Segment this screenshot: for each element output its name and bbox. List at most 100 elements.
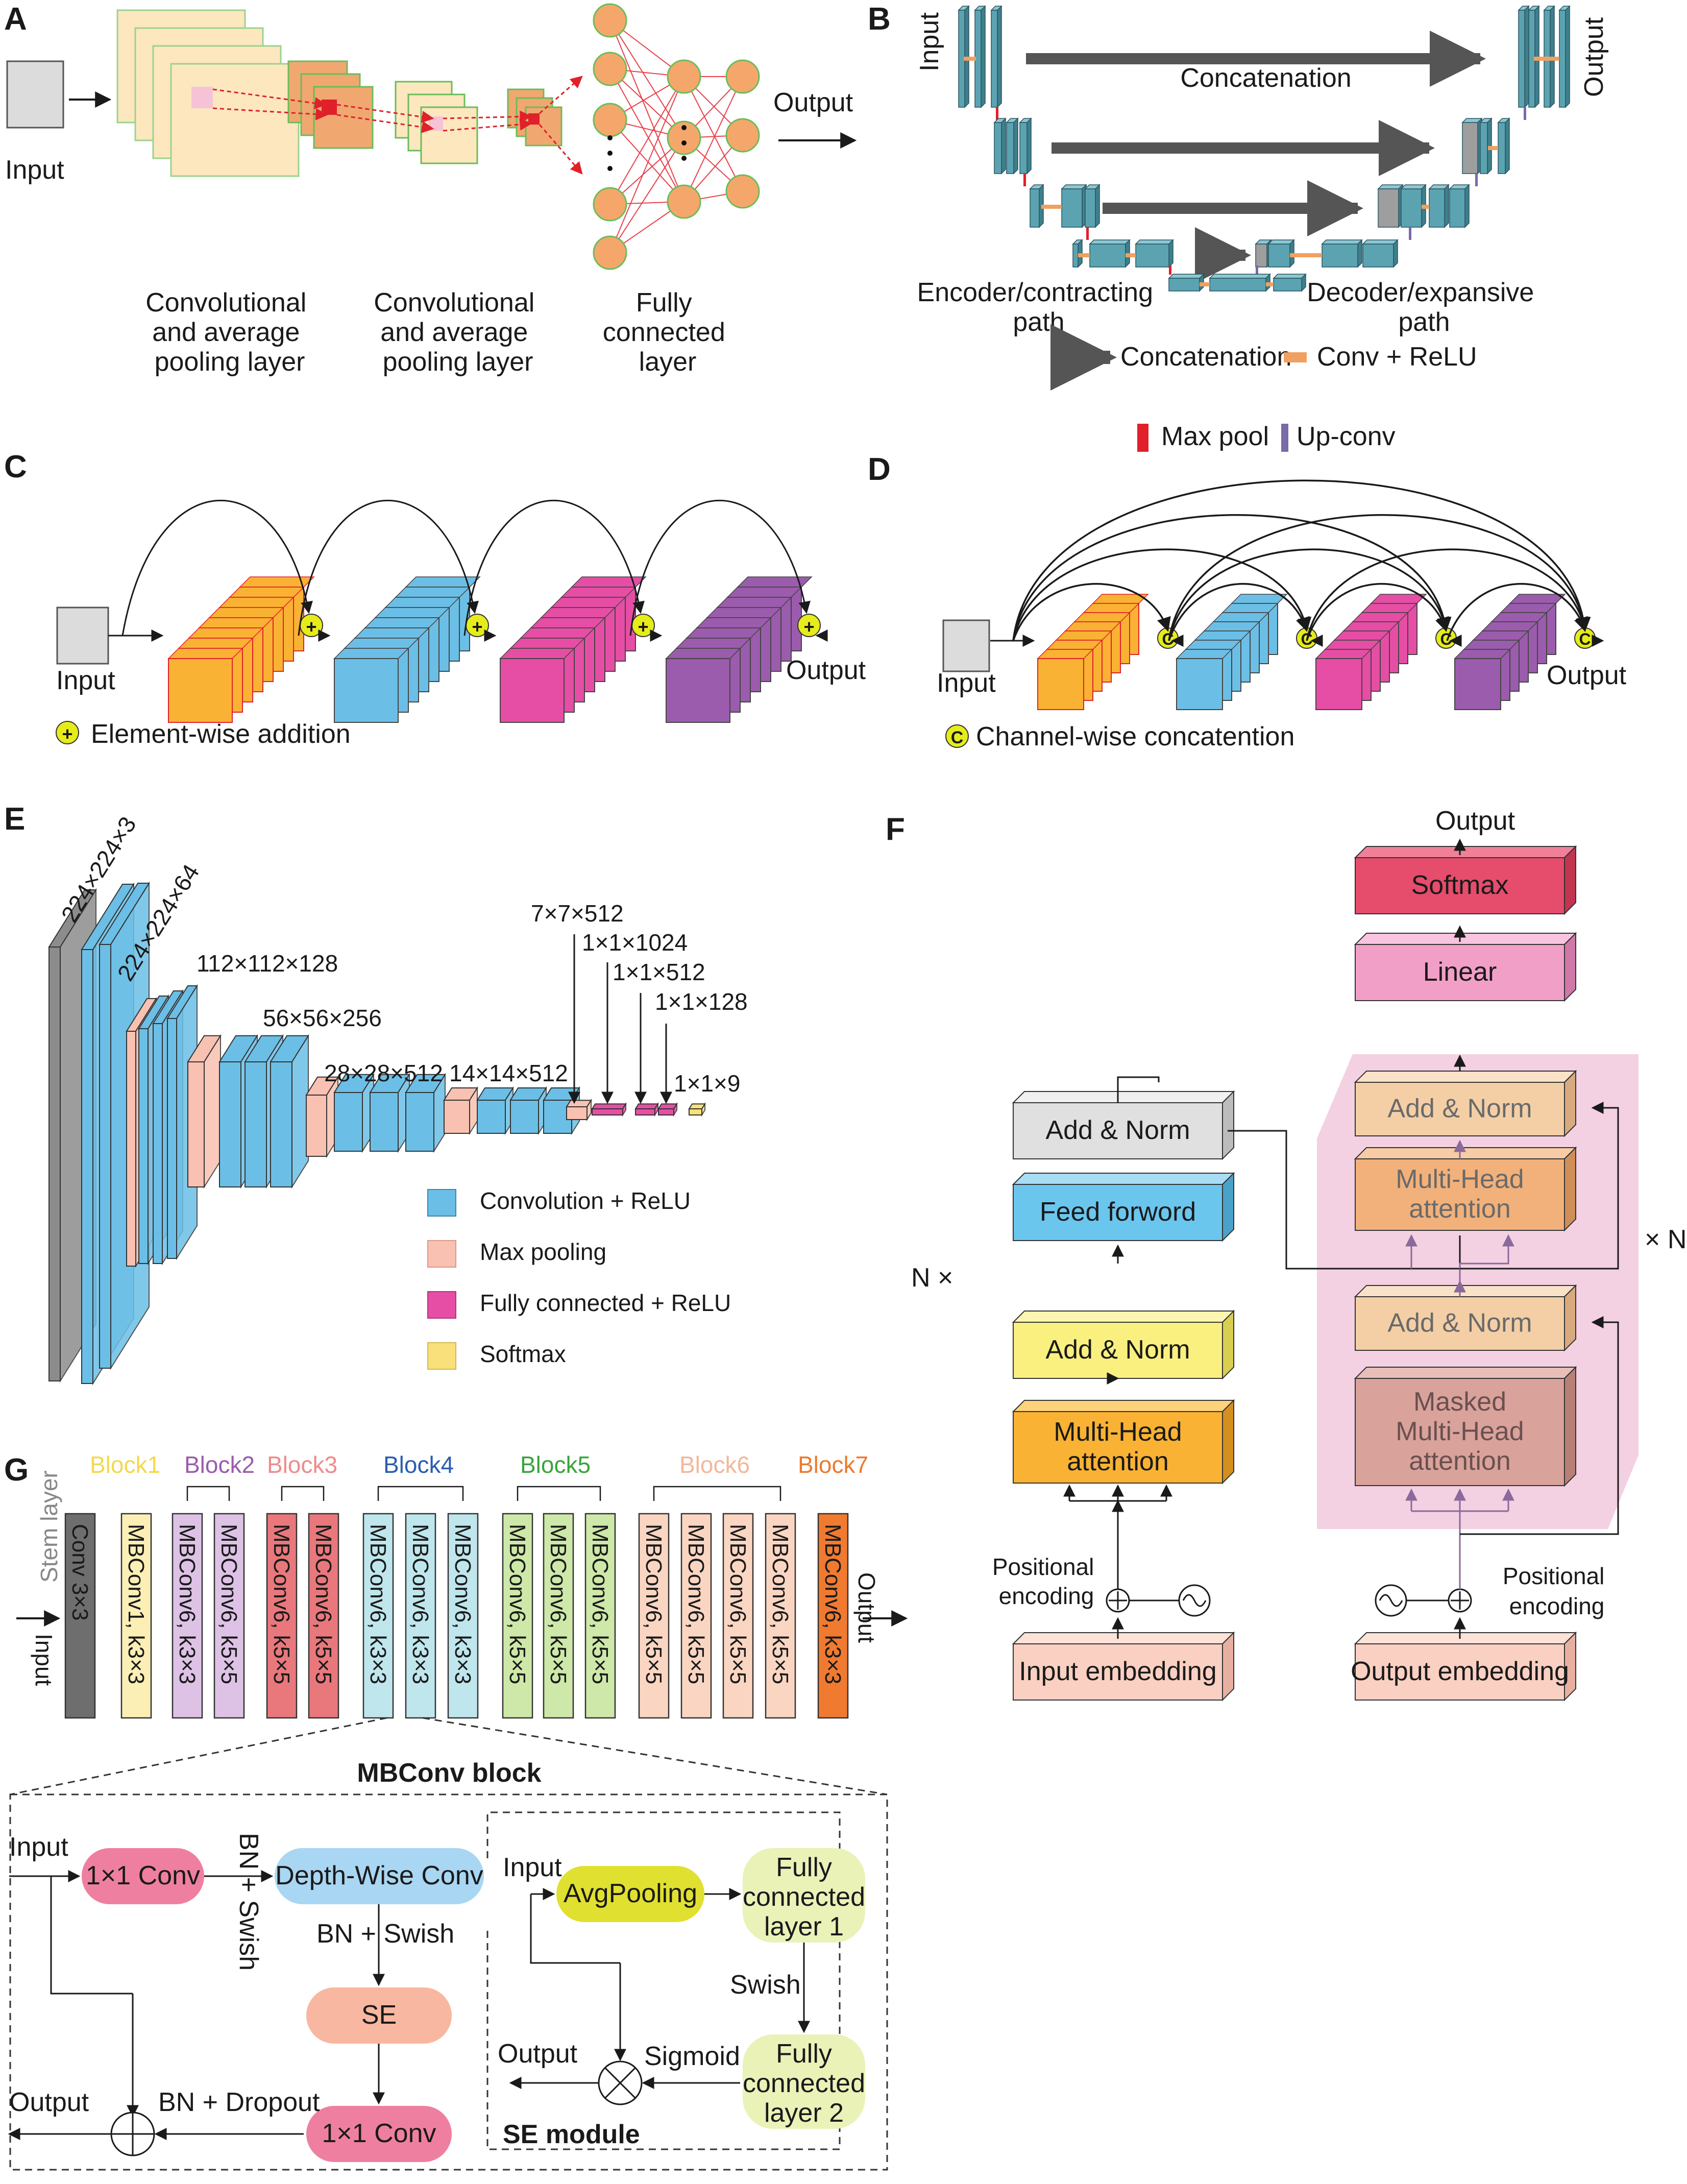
svg-text:AvgPooling: AvgPooling	[564, 1879, 697, 1908]
effnet-layer	[64, 1513, 96, 1719]
effnet-layer	[405, 1513, 436, 1719]
unet-block	[1268, 244, 1290, 268]
b-legend-conv-relu: Conv + ReLU	[1317, 342, 1477, 372]
unet-block	[1135, 244, 1169, 268]
fc-layer-2	[743, 2034, 865, 2129]
fc-layer-1	[743, 1848, 865, 1943]
decoder-add-norm-top	[1354, 1070, 1577, 1137]
effnet-layer	[120, 1513, 152, 1719]
svg-text:Multi-Head: Multi-Head	[1396, 1164, 1524, 1194]
fc-node	[593, 103, 627, 137]
svg-text:MBConv6, k3×3: MBConv6, k3×3	[450, 1524, 475, 1684]
fc-node	[593, 3, 627, 38]
effnet-layer	[638, 1513, 670, 1719]
effnet-layer	[680, 1513, 712, 1719]
vgg-layer	[153, 1023, 163, 1264]
svg-text:MBConv6, k5×5: MBConv6, k5×5	[641, 1524, 666, 1684]
a-layer3-label: Fully connected layer	[603, 288, 732, 377]
svg-text:MBConv6, k5×5: MBConv6, k5×5	[546, 1524, 571, 1684]
svg-text:Fully: Fully	[776, 1853, 832, 1882]
unet-block	[994, 122, 1002, 174]
svg-text:MBConv6, k5×5: MBConv6, k5×5	[768, 1524, 793, 1684]
b-legend-upconv-swatch	[1281, 424, 1288, 452]
e-dim-6: 7×7×512	[531, 900, 624, 927]
effnet-layer	[722, 1513, 754, 1719]
svg-text:Conv 3×3: Conv 3×3	[67, 1524, 92, 1621]
svg-text:layer 2: layer 2	[764, 2098, 844, 2128]
unet-block	[1429, 188, 1445, 228]
unet-block	[1006, 122, 1014, 174]
avgpooling	[556, 1866, 704, 1922]
unet-block	[1061, 188, 1083, 228]
svg-text:1×1 Conv: 1×1 Conv	[86, 1861, 200, 1890]
svg-text:layer 1: layer 1	[764, 1912, 844, 1942]
se-pill	[306, 1987, 452, 2044]
unet-block	[1449, 188, 1465, 228]
fc-node	[667, 184, 701, 219]
e-legend: Convolution + ReLU Max pooling Fully con…	[427, 1187, 731, 1370]
fc-node	[593, 52, 627, 86]
svg-text:Output: Output	[498, 2039, 578, 2069]
a-input-label: Input	[5, 155, 64, 185]
f-n-left: N ×	[911, 1263, 953, 1293]
vgg-layer	[592, 1108, 623, 1115]
b-input-label: Input	[915, 12, 944, 71]
svg-text:Fully: Fully	[776, 2039, 832, 2069]
effnet-layer	[584, 1513, 616, 1719]
unet-block	[1085, 188, 1096, 228]
fc-node	[667, 59, 701, 94]
softmax	[1354, 845, 1577, 915]
a-layer1-label: Convolutional and average pooling layer	[145, 288, 314, 377]
f-pos-enc-left: Positional encoding	[992, 1554, 1101, 1609]
d-input-label: Input	[937, 668, 996, 698]
svg-text:C: C	[951, 728, 964, 747]
svg-text:BN + Swish: BN + Swish	[316, 1919, 454, 1949]
f-pos-enc-right: Positional encoding	[1503, 1563, 1611, 1619]
a-input-box	[6, 60, 64, 129]
b-concatenation-label: Concatenation	[1180, 63, 1351, 93]
vgg-layer	[658, 1108, 674, 1115]
d-legend-c-icon	[945, 724, 969, 748]
b-encoder-label: Encoder/contracting path	[917, 278, 1161, 337]
vgg-layer	[245, 1061, 267, 1187]
unet-block	[1498, 122, 1506, 174]
g-mbconv-title: MBConv block	[357, 1758, 541, 1788]
d-legend-label: Channel-wise concatention	[976, 722, 1294, 751]
fc-node	[725, 174, 760, 209]
svg-text:Input: Input	[503, 1853, 562, 1882]
vgg-layer	[334, 1092, 363, 1152]
g-output-label: Output	[853, 1572, 880, 1643]
c-legend-label: Element-wise addition	[91, 719, 351, 749]
c-output-label: Output	[786, 656, 866, 685]
svg-text:Multi-Head: Multi-Head	[1054, 1417, 1182, 1447]
panel-e: E 224×224×3 224×224×64 112×112×128 56×56…	[4, 802, 748, 1386]
g-stem-label: Stem layer	[36, 1470, 62, 1583]
unet-block	[1518, 10, 1525, 108]
d-input-box	[942, 619, 990, 672]
unet-block	[1362, 244, 1394, 268]
svg-text:Add & Norm: Add & Norm	[1045, 1115, 1190, 1145]
unet-block	[1559, 10, 1566, 108]
svg-text:Fully connected + ReLU: Fully connected + ReLU	[480, 1290, 731, 1316]
svg-text:MBConv6, k5×5: MBConv6, k5×5	[216, 1524, 241, 1684]
unet-block	[1378, 188, 1399, 228]
vgg-layer	[167, 1018, 177, 1259]
effnet-layer	[765, 1513, 796, 1719]
svg-text:MBConv6, k3×3: MBConv6, k3×3	[408, 1524, 433, 1684]
b-decoder-label: Decoder/expansive path	[1307, 278, 1542, 337]
svg-text:Add & Norm: Add & Norm	[1045, 1335, 1190, 1365]
vgg-layer	[138, 1028, 149, 1264]
linear	[1354, 932, 1577, 1002]
unet-block	[1480, 122, 1488, 174]
unet-block	[1255, 244, 1267, 268]
panel-c-letter: C	[4, 449, 27, 484]
panel-g-letter: G	[4, 1452, 29, 1488]
a-layer2-label: Convolutional and average pooling layer	[374, 288, 542, 377]
effnet-layer	[543, 1513, 574, 1719]
block-label: Block4	[383, 1451, 454, 1478]
block-label: Block1	[90, 1451, 160, 1478]
b-legend: Concatenation Conv + ReLU Max pool Up-co…	[1050, 324, 1477, 452]
panel-b-letter: B	[868, 2, 891, 37]
